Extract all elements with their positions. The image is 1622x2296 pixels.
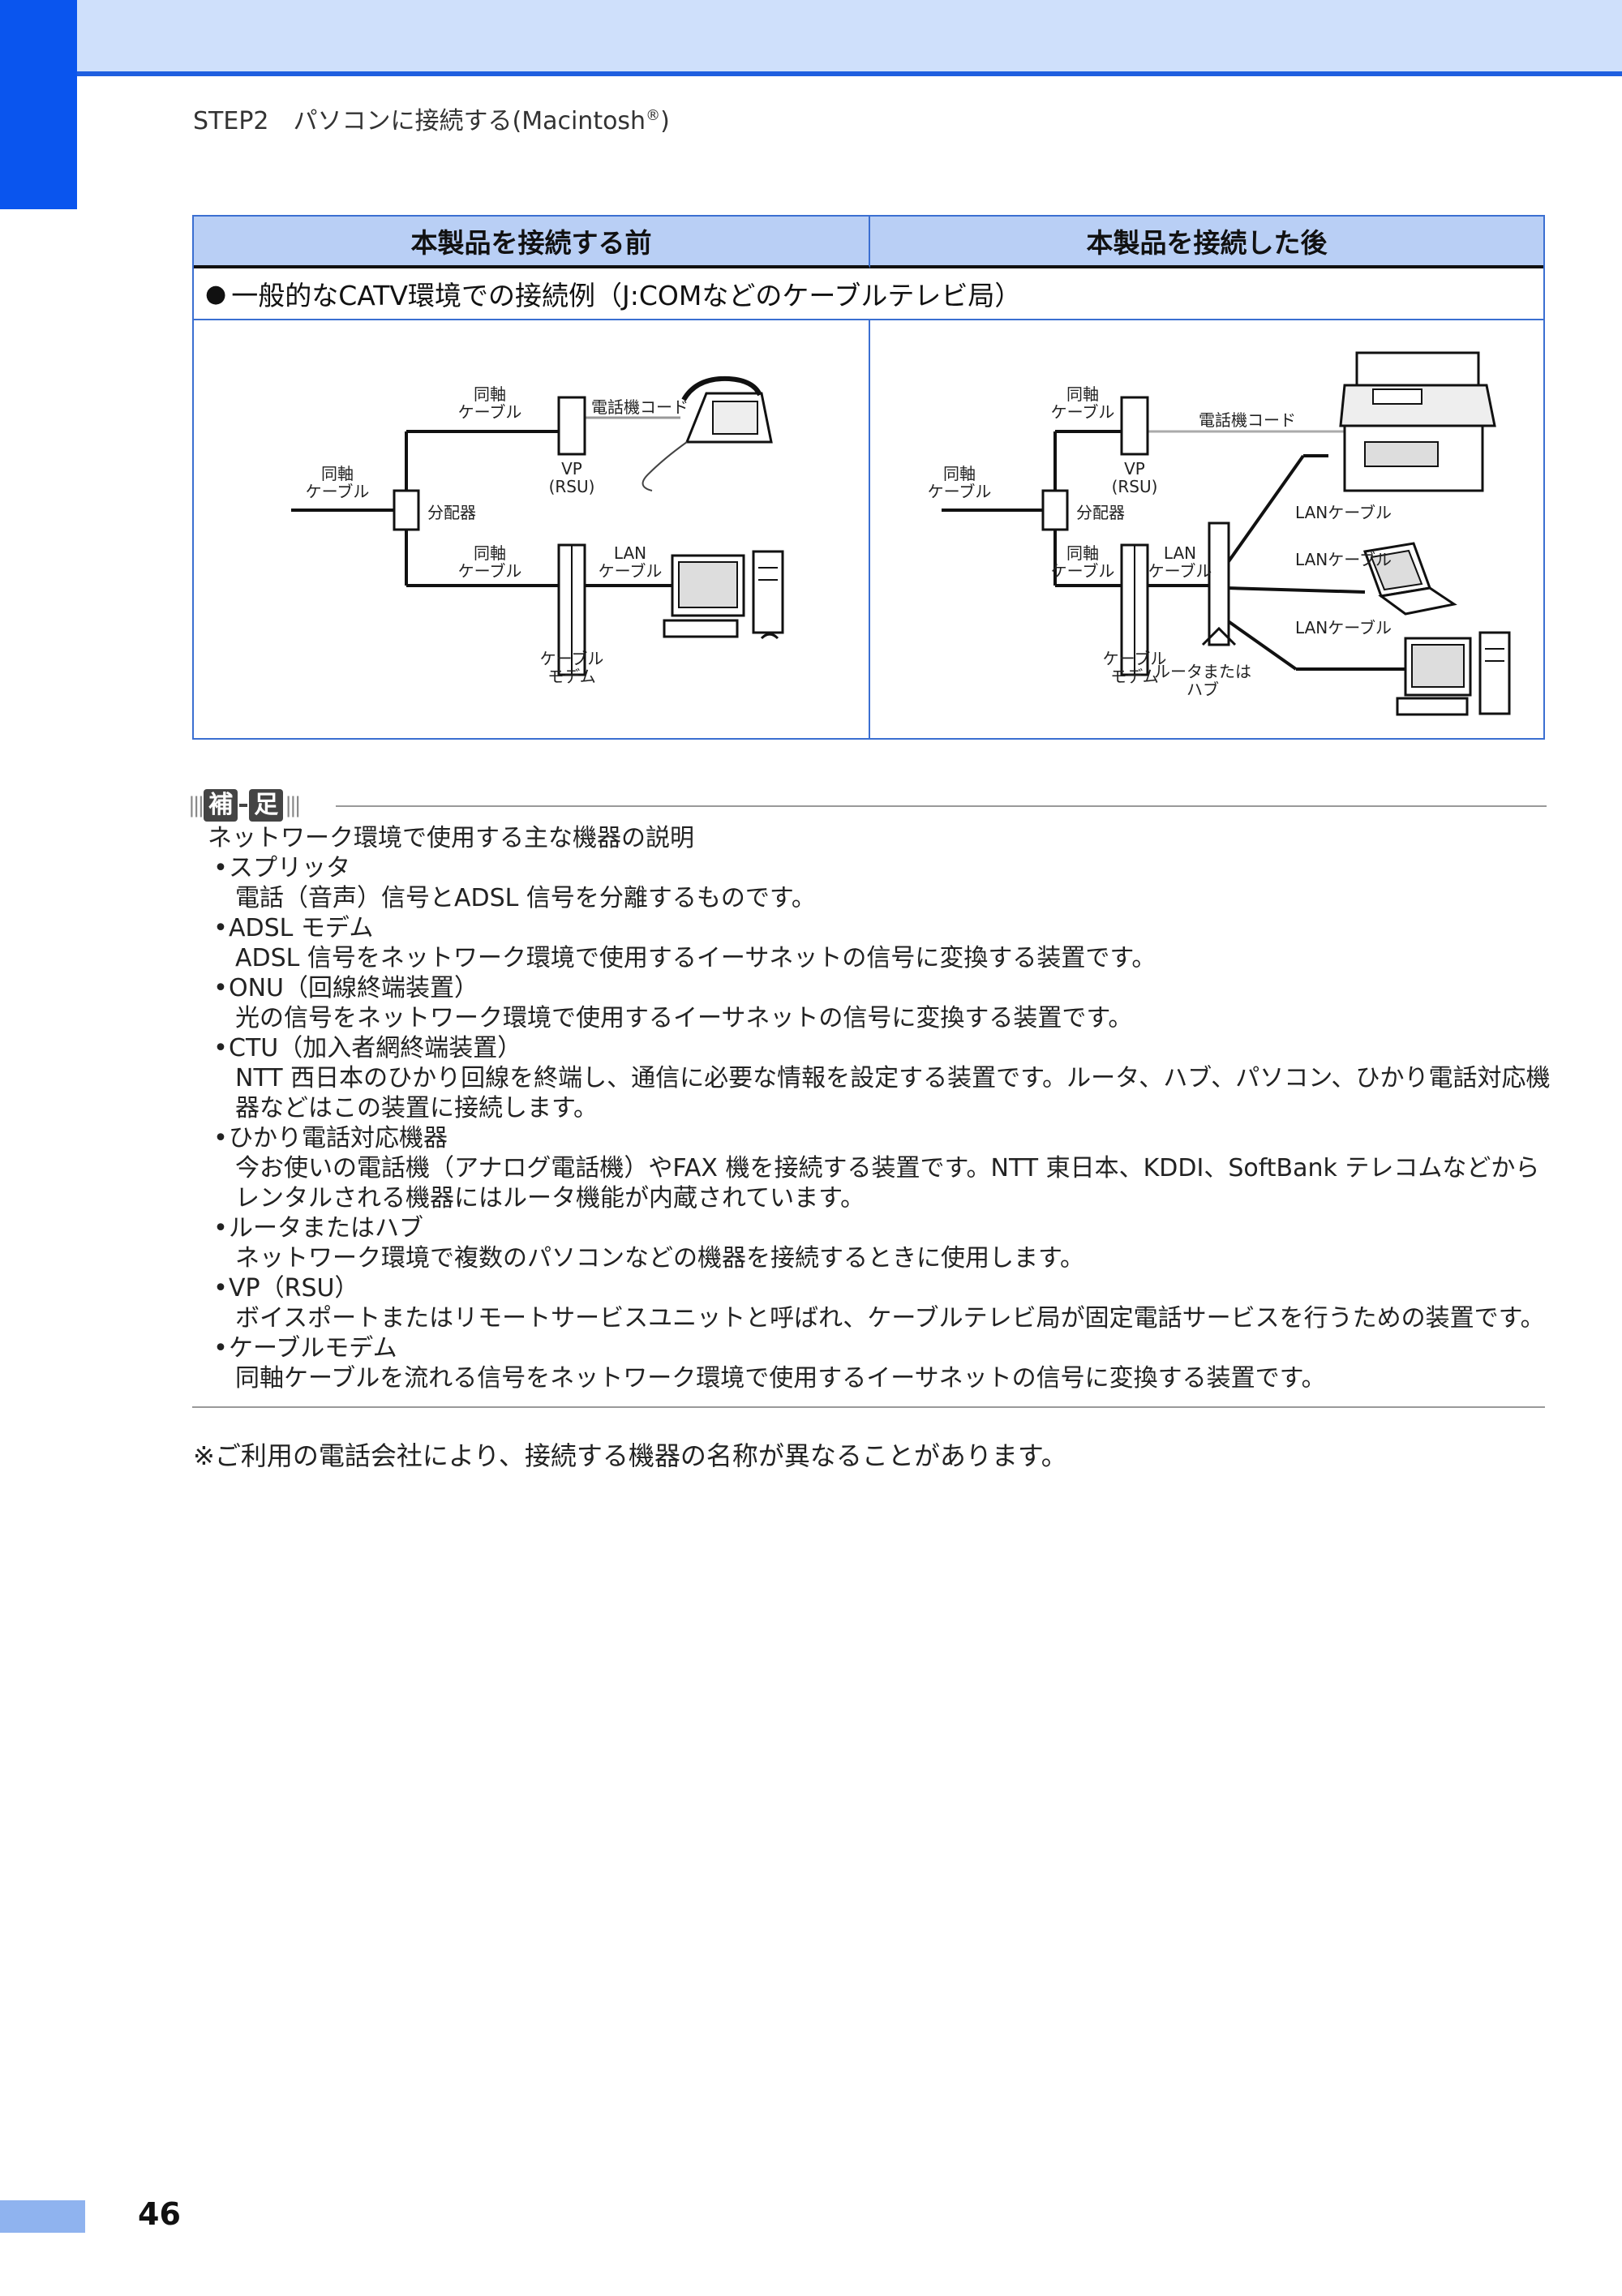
coax-label-bottom-1: 同軸 <box>474 543 506 563</box>
telephone-icon <box>642 376 773 491</box>
bullet-icon: ● <box>205 279 227 308</box>
coax-label-left-2: ケーブル <box>306 482 370 501</box>
list-item: •ルータまたはハブネットワーク環境で複数のパソコンなどの機器を接続するときに使用… <box>213 1214 1084 1272</box>
header-band <box>0 0 1622 75</box>
coax-label-top-2: ケーブル <box>458 402 522 422</box>
coax-label-top-2: ケーブル <box>1051 402 1115 422</box>
phone-cord-label: 電話機コード <box>1199 410 1296 430</box>
list-item: •VP（RSU）ボイスポートまたはリモートサービスユニットと呼ばれ、ケーブルテレ… <box>213 1274 1545 1333</box>
vp-label: VP <box>561 459 582 479</box>
rsu-label: (RSU) <box>549 477 595 496</box>
footnote: ※ご利用の電話会社により、接続する機器の名称が異なることがあります。 <box>193 1440 1067 1471</box>
lan-cable-label: ケーブル <box>599 561 663 581</box>
modem-label-1: ケーブル <box>1103 649 1167 668</box>
note-body: ネットワーク環境で使用する主な機器の説明 •スプリッタ電話（音声）信号とADSL… <box>208 823 1554 1393</box>
note-badge: ||| 補 足 ||| <box>188 787 302 824</box>
modem-label-2: モデム <box>1110 667 1159 686</box>
vp-rsu-icon <box>1120 396 1149 456</box>
note-intro: ネットワーク環境で使用する主な機器の説明 <box>208 824 694 852</box>
rsu-label: (RSU) <box>1112 477 1158 496</box>
coax-label-bottom-1: 同軸 <box>1066 543 1099 563</box>
list-item: •ケーブルモデム同軸ケーブルを流れる信号をネットワーク環境で使用するイーサネット… <box>213 1334 1326 1393</box>
note-badge-char-2: 足 <box>249 789 284 822</box>
example-title: ● 一般的なCATV環境での接続例（J:COMなどのケーブルテレビ局） <box>194 268 1543 320</box>
coax-label-top-1: 同軸 <box>1066 384 1099 404</box>
note-badge-char-1: 補 <box>204 789 238 822</box>
chapter-tab <box>0 0 77 209</box>
lan-cable-label: ケーブル <box>1148 561 1212 581</box>
diagram-before-svg: 同軸 ケーブル 同軸 ケーブル 同軸 ケーブル 分配器 電話機コード VP (R… <box>291 376 784 686</box>
splitter-icon <box>1041 489 1069 531</box>
breadcrumb: STEP2 パソコンに接続する(Macintosh®) <box>193 107 670 135</box>
modem-label-1: ケーブル <box>540 649 604 668</box>
computer-icon <box>1396 631 1511 716</box>
header-rule <box>77 71 1622 76</box>
list-item: •スプリッタ電話（音声）信号とADSL 信号を分離するものです。 <box>213 854 816 912</box>
lan-cable-label-2: LANケーブル <box>1295 550 1392 569</box>
note-ticks-right: ||| <box>285 793 301 818</box>
coax-label-bottom-2: ケーブル <box>458 561 522 581</box>
diagram-before: 同軸 ケーブル 同軸 ケーブル 同軸 ケーブル 分配器 電話機コード VP (R… <box>194 320 870 738</box>
list-item: •CTU（加入者網終端装置）NTT 西日本のひかり回線を終端し、通信に必要な情報… <box>213 1034 1551 1122</box>
comparison-table: 本製品を接続する前 本製品を接続した後 ● 一般的なCATV環境での接続例（J:… <box>192 215 1545 740</box>
modem-label-2: モデム <box>547 667 596 686</box>
router-icon <box>1201 521 1237 646</box>
router-label-2: ハブ <box>1186 680 1219 699</box>
vp-label: VP <box>1124 459 1145 479</box>
page-number: 46 <box>138 2196 181 2232</box>
printer-icon <box>1339 351 1496 492</box>
coax-label-bottom-2: ケーブル <box>1051 561 1115 581</box>
lan-label: LAN <box>614 543 646 563</box>
column-header-before: 本製品を接続する前 <box>194 217 870 268</box>
coax-label-left-1: 同軸 <box>321 464 354 483</box>
lan-cable-label-1: LANケーブル <box>1295 503 1392 522</box>
lan-cable-label-3: LANケーブル <box>1295 618 1392 637</box>
laptop-icon <box>1362 542 1457 616</box>
router-label-1: ルータまたは <box>1154 662 1251 681</box>
splitter-label: 分配器 <box>427 503 476 522</box>
coax-label-left-2: ケーブル <box>928 482 992 501</box>
diagram-after: 同軸 ケーブル 同軸 ケーブル 同軸 ケーブル 分配器 電話機コード VP (R… <box>870 320 1543 738</box>
lan-label: LAN <box>1164 543 1196 563</box>
phone-cord-label: 電話機コード <box>591 397 689 417</box>
computer-icon <box>663 550 784 640</box>
list-item: •ONU（回線終端装置）光の信号をネットワーク環境で使用するイーサネットの信号に… <box>213 974 1133 1032</box>
coax-label-top-1: 同軸 <box>474 384 506 404</box>
note-header: ||| 補 足 ||| <box>188 787 1547 827</box>
page-number-tab <box>0 2200 85 2233</box>
diagram-after-svg: 同軸 ケーブル 同軸 ケーブル 同軸 ケーブル 分配器 電話機コード VP (R… <box>928 351 1511 716</box>
splitter-label: 分配器 <box>1076 503 1125 522</box>
splitter-icon <box>393 489 420 531</box>
note-bottom-rule <box>192 1406 1545 1408</box>
coax-label-left-1: 同軸 <box>943 464 976 483</box>
note-divider <box>336 805 1547 807</box>
vp-rsu-icon <box>557 396 586 456</box>
note-ticks-left: ||| <box>188 793 204 818</box>
column-header-after: 本製品を接続した後 <box>870 217 1543 268</box>
list-item: •ひかり電話対応機器今お使いの電話機（アナログ電話機）やFAX 機を接続する装置… <box>213 1124 1540 1212</box>
